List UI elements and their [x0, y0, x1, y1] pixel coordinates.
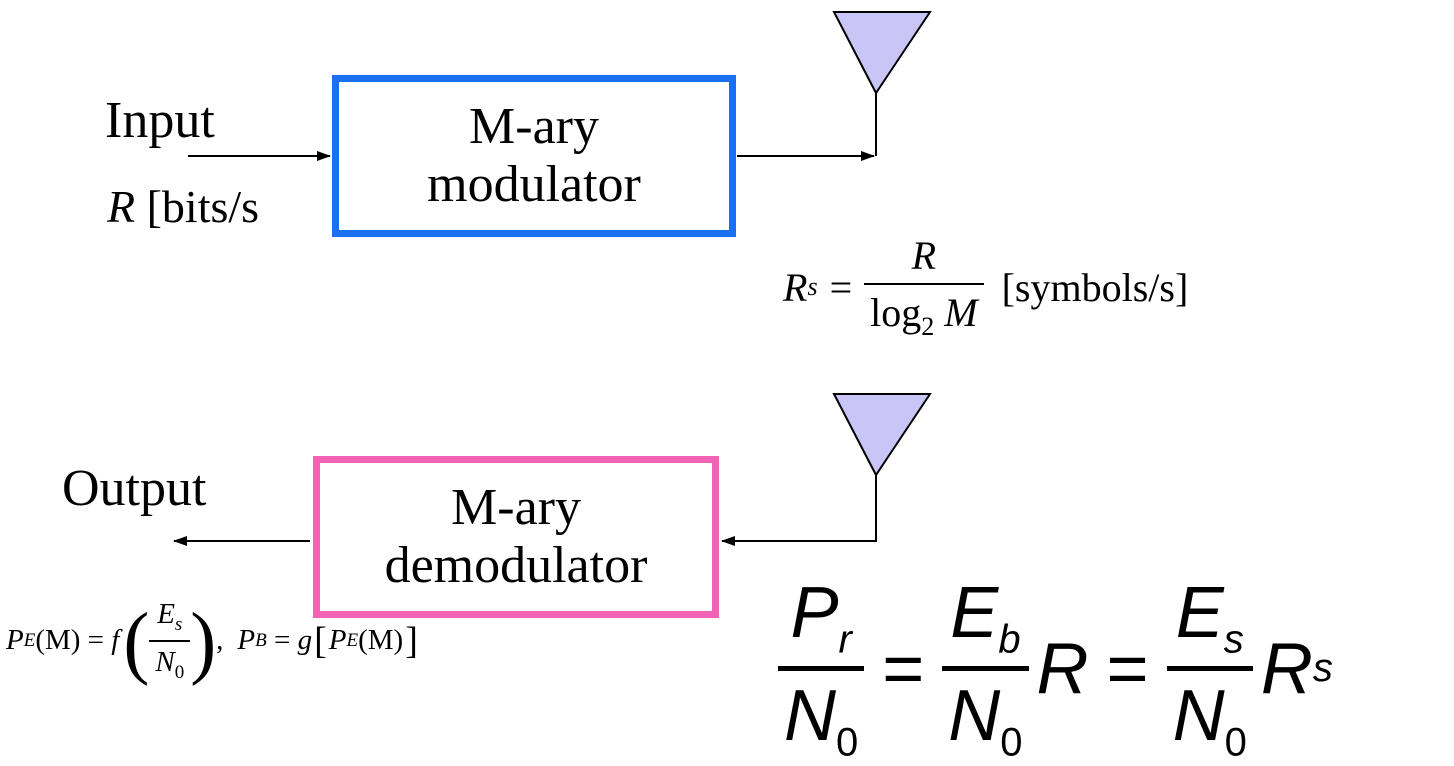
output-label: Output: [62, 460, 207, 517]
es-over-n0: Es N0: [1166, 572, 1253, 766]
pr-over-n0: Pr N0: [778, 572, 865, 766]
wiring-layer: [173, 11, 932, 546]
modulator-label-line2: modulator: [427, 156, 641, 213]
input-rate-label: R [bits/s: [107, 181, 260, 232]
tx-antenna-icon: [832, 11, 932, 95]
eb-over-n0: Eb N0: [942, 572, 1029, 766]
demodulator-label-line2: demodulator: [384, 537, 648, 594]
symbol-rate-fraction: R log2 M: [864, 232, 984, 342]
symbol-rate-unit: [symbols/s]: [1001, 264, 1189, 310]
modulator-label-line1: M-ary: [469, 97, 599, 155]
demodulator-label-line1: M-ary: [451, 478, 581, 536]
rx-antenna-icon: [832, 393, 932, 477]
m-ary-demodulator-block: M-ary demodulator: [313, 456, 719, 618]
input-label: Input: [105, 92, 215, 149]
m-ary-modulator-block: M-ary modulator: [332, 75, 736, 237]
rx-antenna-feed: [721, 474, 877, 546]
